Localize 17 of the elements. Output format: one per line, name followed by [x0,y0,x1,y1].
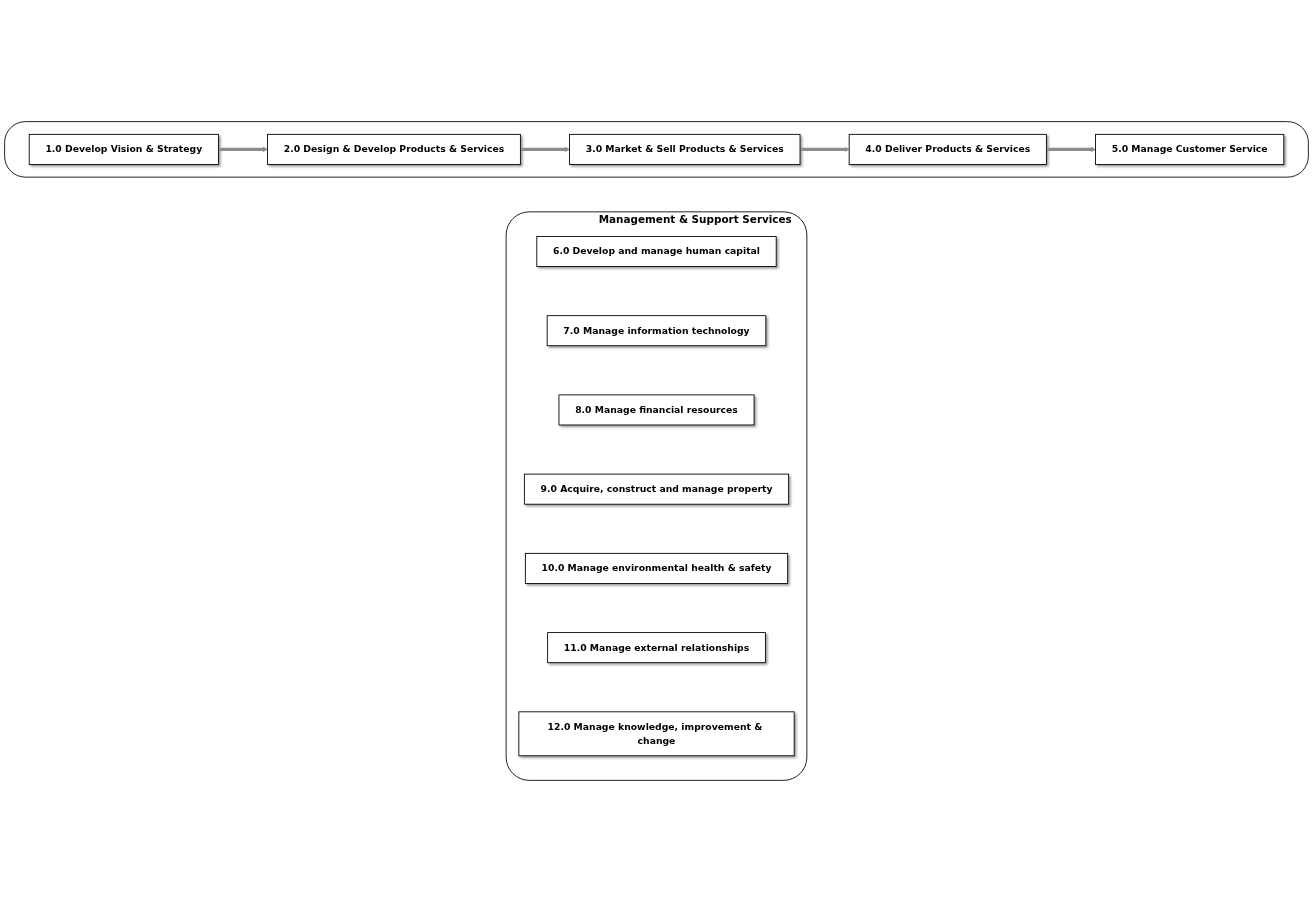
arrow [218,146,268,152]
arrow [520,146,570,152]
arrow [1046,146,1096,152]
node-box: 10.0 Manage environmental health & safety [524,552,789,584]
cluster [4,121,1309,178]
node-box: 1.0 Develop Vision & Strategy [28,133,219,165]
node-box: 7.0 Manage information technology [546,315,767,347]
node-box: 8.0 Manage financial resources [558,394,755,426]
node-box: 11.0 Manage external relationships [547,632,766,664]
node-box: 2.0 Design & Develop Products & Services [267,133,521,165]
node-box: 3.0 Market & Sell Products & Services [569,133,801,165]
node-box: 6.0 Develop and manage human capital [536,236,777,267]
node-box: 5.0 Manage Customer Service [1095,133,1285,165]
node-box: 9.0 Acquire, construct and manage property [523,473,790,505]
node-box: 4.0 Deliver Products & Services [848,133,1047,165]
arrow [800,146,850,152]
node-box: 12.0 Manage knowledge, improvement & change [518,711,795,757]
